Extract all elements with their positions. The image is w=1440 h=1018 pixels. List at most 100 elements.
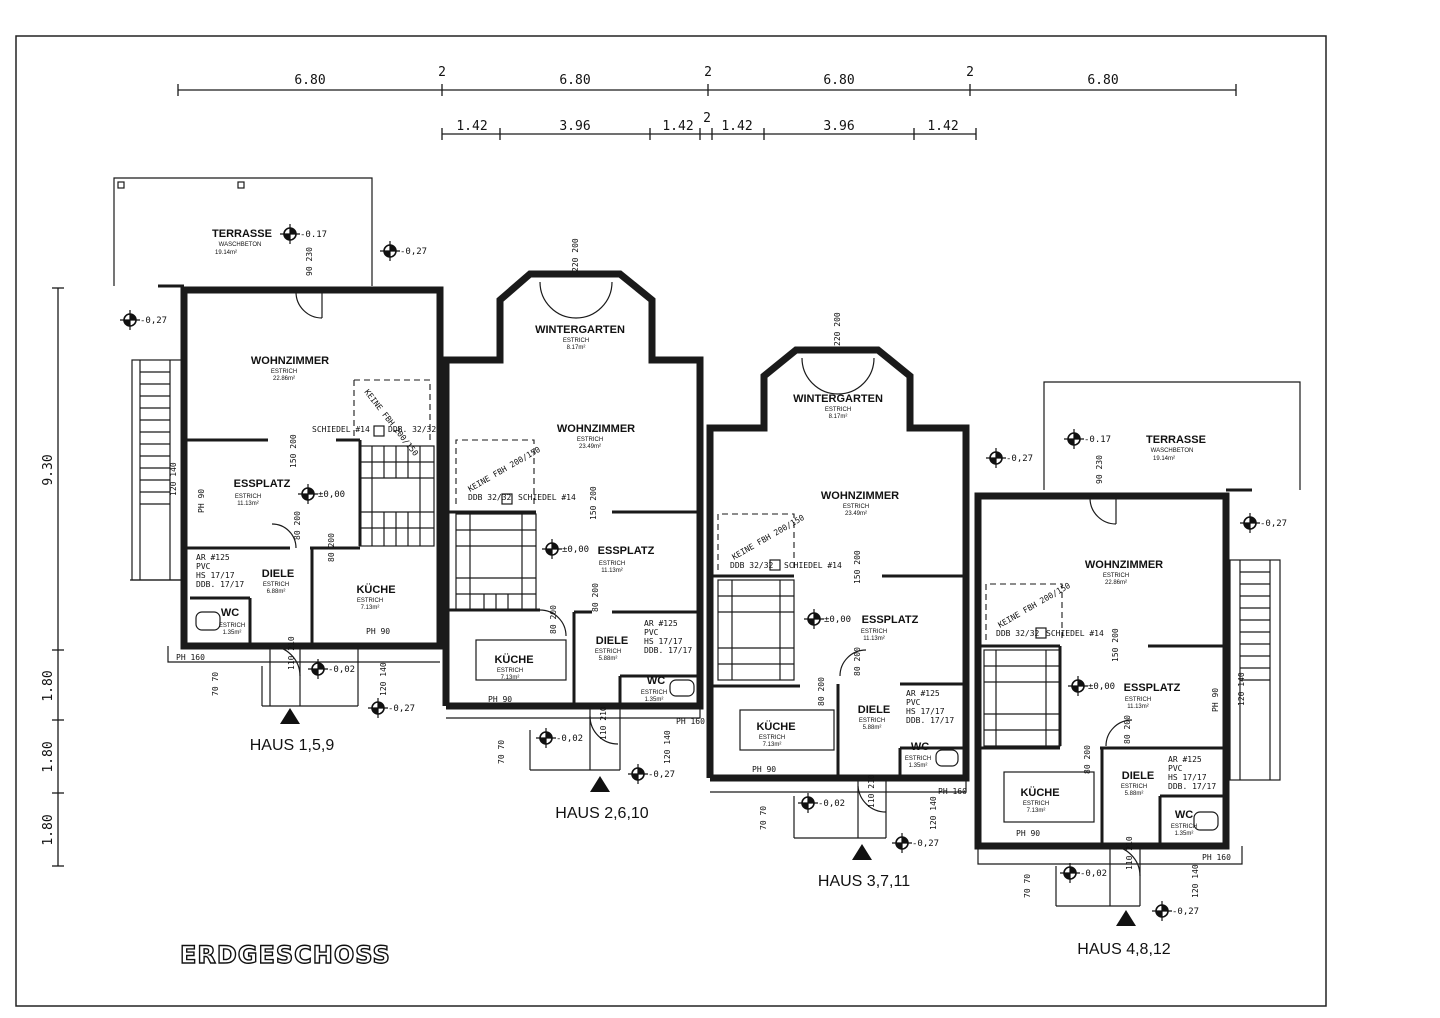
- level-marker: -0,27: [892, 833, 939, 853]
- svg-text:80 200: 80 200: [817, 677, 826, 706]
- level-marker: -0,02: [308, 659, 355, 679]
- svg-text:ESTRICH: ESTRICH: [497, 668, 523, 674]
- room-label-wc: WC: [647, 675, 665, 687]
- svg-text:80 200: 80 200: [327, 533, 336, 562]
- svg-text:AR #125: AR #125: [644, 619, 678, 628]
- dim-top-2: 2: [438, 65, 446, 80]
- room-label-wohnzimmer: WOHNZIMMER: [557, 423, 635, 435]
- room-label-kueche: KÜCHE: [494, 653, 533, 666]
- exterior-wall: [180, 286, 444, 650]
- room-label-wc: WC: [911, 741, 929, 753]
- svg-text:22.86m²: 22.86m²: [1105, 580, 1127, 586]
- svg-text:120 140: 120 140: [379, 662, 388, 696]
- svg-text:WASCHBETON: WASCHBETON: [219, 242, 262, 248]
- entrance-marker: [1116, 910, 1136, 926]
- dim-2nd-1: 1.42: [456, 119, 487, 134]
- svg-text:AR #125: AR #125: [906, 689, 940, 698]
- svg-text:70 70: 70 70: [759, 806, 768, 830]
- svg-text:ESTRICH: ESTRICH: [595, 649, 621, 655]
- svg-text:WASCHBETON: WASCHBETON: [1151, 448, 1194, 454]
- svg-text:22.86m²: 22.86m²: [273, 376, 295, 382]
- svg-text:11.13m²: 11.13m²: [863, 636, 885, 642]
- dim-2nd-3: 1.42: [662, 119, 693, 134]
- svg-text:220 200: 220 200: [833, 312, 842, 346]
- svg-text:23.49m²: 23.49m²: [579, 444, 601, 450]
- svg-text:80 200: 80 200: [293, 511, 302, 540]
- room-label-essplatz: ESSPLATZ: [862, 614, 919, 626]
- level-marker: ±0,00: [542, 539, 589, 559]
- svg-text:7.13m²: 7.13m²: [1027, 808, 1046, 814]
- svg-text:PH 90: PH 90: [366, 627, 390, 636]
- svg-text:PVC: PVC: [906, 698, 921, 707]
- level-marker: ±0,00: [298, 484, 345, 504]
- level-value: -0,02: [556, 734, 583, 744]
- level-value: ±0,00: [824, 615, 851, 625]
- top-dimension-chain: 6.80 2 6.80 2 6.80 2 6.80: [177, 65, 1237, 96]
- room-label-essplatz: ESSPLATZ: [598, 545, 655, 557]
- room-label-wohnzimmer: WOHNZIMMER: [251, 355, 329, 367]
- room-label-wintergarten: WINTERGARTEN: [793, 393, 883, 405]
- svg-text:90 230: 90 230: [1095, 455, 1104, 484]
- svg-text:80 200: 80 200: [591, 583, 600, 612]
- level-value: -0,27: [388, 704, 415, 714]
- svg-text:19.14m²: 19.14m²: [1153, 456, 1175, 462]
- svg-text:ESTRICH: ESTRICH: [599, 561, 625, 567]
- svg-text:90 230: 90 230: [305, 247, 314, 276]
- house-label-3: HAUS 3,7,11: [818, 873, 910, 890]
- svg-text:ESTRICH: ESTRICH: [563, 338, 589, 344]
- svg-text:ESTRICH: ESTRICH: [1121, 784, 1147, 790]
- room-label-kueche: KÜCHE: [356, 583, 395, 596]
- svg-text:120 140: 120 140: [1237, 672, 1246, 706]
- exterior-wall: [974, 492, 1230, 850]
- level-marker: -0.17: [1064, 429, 1111, 449]
- terrace-label: TERRASSE: [212, 228, 272, 240]
- svg-text:70 70: 70 70: [211, 672, 220, 696]
- dim-top-6: 2: [966, 65, 974, 80]
- level-value: -0.17: [300, 230, 327, 240]
- dim-left-4: 1.80: [41, 814, 56, 845]
- svg-text:DDB. 17/17: DDB. 17/17: [644, 646, 692, 655]
- dim-2nd-2: 3.96: [559, 119, 590, 134]
- dim-left-3: 1.80: [41, 741, 56, 772]
- chimney: [373, 425, 385, 437]
- dim-top-1: 6.80: [294, 73, 325, 88]
- svg-text:1.35m²: 1.35m²: [1175, 831, 1194, 837]
- svg-text:ESTRICH: ESTRICH: [263, 582, 289, 588]
- house-label-1: HAUS 1,5,9: [250, 737, 335, 754]
- svg-text:PVC: PVC: [1168, 764, 1183, 773]
- svg-text:8.17m²: 8.17m²: [567, 345, 586, 351]
- svg-text:110 210: 110 210: [287, 636, 296, 670]
- svg-text:KEINE FBH 200/150: KEINE FBH 200/150: [362, 388, 420, 458]
- svg-text:ESTRICH: ESTRICH: [905, 756, 931, 762]
- svg-text:DDB. 17/17: DDB. 17/17: [906, 716, 954, 725]
- entrance-marker: [590, 776, 610, 792]
- svg-text:150 200: 150 200: [853, 550, 862, 584]
- room-label-kueche: KÜCHE: [756, 720, 795, 733]
- svg-text:HS 17/17: HS 17/17: [906, 707, 945, 716]
- level-marker: -0,27: [368, 698, 415, 718]
- svg-text:KEINE FBH 200/150: KEINE FBH 200/150: [997, 581, 1073, 630]
- svg-text:120 140: 120 140: [1191, 864, 1200, 898]
- drawing-title: ERDGESCHOSS: [180, 941, 391, 969]
- exterior-wall: [706, 346, 970, 782]
- level-marker: ±0,00: [804, 609, 851, 629]
- svg-text:1.35m²: 1.35m²: [223, 630, 242, 636]
- svg-text:ESTRICH: ESTRICH: [759, 735, 785, 741]
- terrace-outline: [113, 177, 373, 286]
- svg-text:ESTRICH: ESTRICH: [357, 598, 383, 604]
- room-label-diele: DIELE: [858, 704, 890, 716]
- svg-text:ESTRICH: ESTRICH: [861, 629, 887, 635]
- dim-left-1: 9.30: [41, 454, 56, 485]
- svg-text:80 200: 80 200: [1123, 715, 1132, 744]
- terrace-label: TERRASSE: [1146, 434, 1206, 446]
- svg-text:PH 90: PH 90: [1211, 688, 1220, 712]
- level-value: -0,02: [818, 799, 845, 809]
- room-label-wc: WC: [1175, 809, 1193, 821]
- svg-text:5.88m²: 5.88m²: [1125, 791, 1144, 797]
- dim-left-2: 1.80: [41, 670, 56, 701]
- svg-text:HS 17/17: HS 17/17: [1168, 773, 1207, 782]
- svg-text:PH 160: PH 160: [938, 787, 967, 796]
- svg-text:PH 90: PH 90: [488, 695, 512, 704]
- level-value: -0,27: [140, 316, 167, 326]
